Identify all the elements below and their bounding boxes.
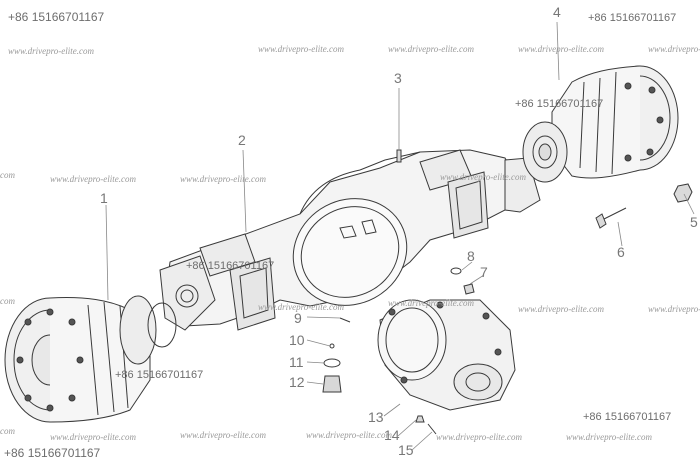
differential-assembly: [377, 299, 516, 411]
website-watermark: www.drivepro-elite.com: [648, 44, 700, 54]
part-number-9: 9: [294, 310, 302, 326]
part-number-8: 8: [467, 248, 475, 264]
website-watermark: www.drivepro-elite.com: [388, 298, 474, 308]
left-wheel-hub: [4, 295, 177, 423]
phone-watermark: +86 15166701167: [186, 260, 275, 272]
part-number-10: 10: [289, 332, 305, 348]
phone-watermark: +86 15166701167: [583, 411, 672, 423]
part-number-13: 13: [368, 409, 384, 425]
part-number-5: 5: [690, 214, 698, 230]
leader-lines: [105, 21, 695, 451]
website-watermark: www.drivepro-elite.com: [50, 432, 136, 442]
phone-watermark: +86 15166701167: [588, 12, 677, 24]
part-number-4: 4: [553, 4, 561, 20]
part-number-15: 15: [398, 442, 414, 458]
website-watermark: www.drivepro-elite.com: [180, 174, 266, 184]
part-number-7: 7: [480, 264, 488, 280]
website-watermark: www.drivepro-elite.com: [8, 46, 94, 56]
washer-7: [463, 283, 475, 295]
part-number-2: 2: [238, 132, 246, 148]
banjo-flange: [292, 198, 408, 306]
part-number-3: 3: [394, 70, 402, 86]
website-watermark: www.drivepro-elite.com: [388, 44, 474, 54]
bolt-15: [427, 423, 437, 435]
ball-10: [329, 343, 335, 349]
wheel-nut: [673, 183, 693, 203]
pin-9: [339, 317, 351, 323]
website-watermark: www.drivepro-elite.com: [518, 44, 604, 54]
website-watermark: www.drivepro-elite.com: [258, 302, 344, 312]
website-watermark: www.drivepro-elite.com: [518, 304, 604, 314]
website-watermark: www.drivepro-elite.com: [258, 44, 344, 54]
seal-ring-11: [323, 358, 341, 368]
part-number-1: 1: [100, 190, 108, 206]
website-watermark-clipped: com: [0, 170, 15, 180]
website-watermark: www.drivepro-elite.com: [180, 430, 266, 440]
part-number-6: 6: [617, 244, 625, 260]
website-watermark: www.drivepro-elite.com: [50, 174, 136, 184]
website-watermark: www.drivepro-elite.com: [436, 432, 522, 442]
website-watermark-clipped: com: [0, 426, 15, 436]
phone-watermark: +86 15166701167: [115, 369, 204, 381]
website-watermark: www.drivepro-elite.com: [440, 172, 526, 182]
phone-watermark: +86 15166701167: [4, 446, 101, 460]
part-number-11: 11: [289, 354, 304, 370]
website-watermark: www.drivepro-elite.com: [566, 432, 652, 442]
website-watermark: www.drivepro-elite.com: [648, 304, 700, 314]
breather-valve: [396, 149, 402, 163]
right-wheel-hub: [522, 65, 679, 183]
drain-plug-12: [322, 375, 342, 393]
part-number-14: 14: [384, 427, 400, 443]
website-watermark-clipped: com: [0, 296, 15, 306]
o-ring-8: [450, 267, 462, 275]
bolt-14: [415, 415, 425, 423]
phone-watermark: +86 15166701167: [8, 10, 105, 24]
website-watermark: www.drivepro-elite.com: [306, 430, 392, 440]
part-number-12: 12: [289, 374, 305, 390]
phone-watermark: +86 15166701167: [515, 98, 604, 110]
